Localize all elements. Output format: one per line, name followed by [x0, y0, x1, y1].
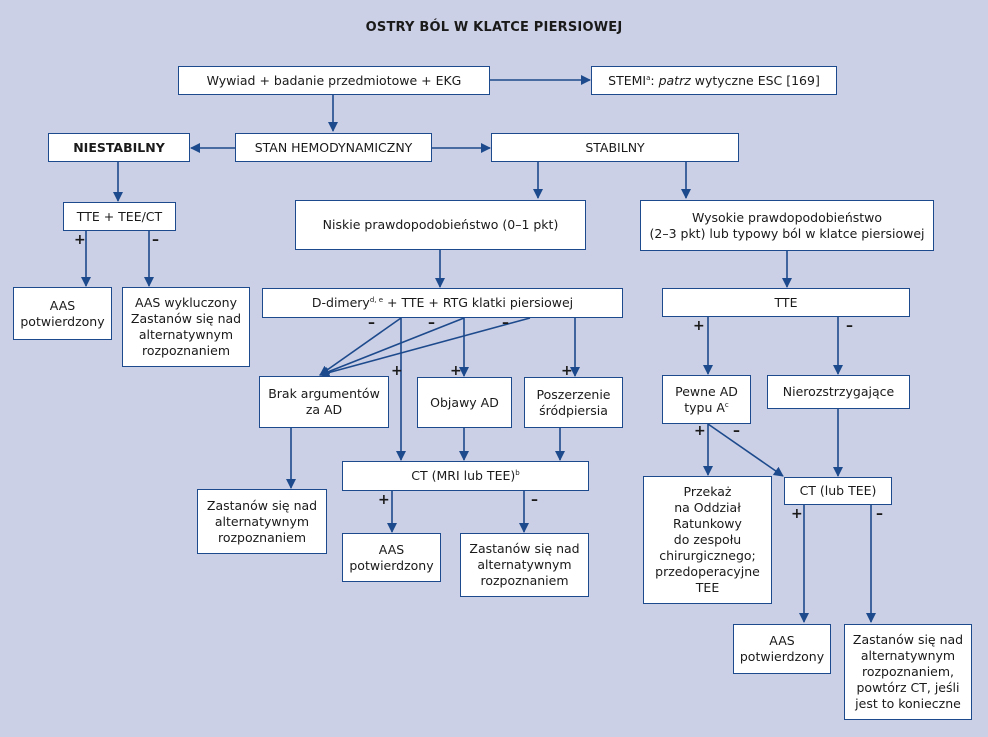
- definite-ad-line2: typu A: [684, 399, 725, 415]
- history-box: Wywiad + badanie przedmiotowe + EKG: [178, 66, 490, 95]
- signs-ad-label: Objawy AD: [430, 394, 499, 410]
- aas-confirmed-box-3: AAS potwierdzony: [733, 624, 831, 674]
- transfer-er-box: Przekaż na Oddział Ratunkowy do zespołu …: [643, 476, 772, 604]
- stable-label: STABILNY: [585, 139, 645, 155]
- consider-alternative-label-2: Zastanów się nad alternatywnym rozpoznan…: [469, 541, 580, 588]
- plus-sign: +: [561, 363, 573, 379]
- plus-sign: +: [74, 232, 86, 248]
- stemi-sep: :: [650, 72, 659, 88]
- tte-tee-ct-label: TTE + TEE/CT: [76, 208, 163, 224]
- minus-sign: –: [428, 315, 435, 331]
- ddimer-footnote: d, e: [369, 296, 384, 304]
- minus-sign: –: [502, 315, 509, 331]
- aas-confirmed-box-1: AAS potwierdzony: [13, 287, 112, 340]
- ct-mri-tee-label: CT (MRI lub TEE)b: [411, 468, 519, 484]
- stemi-italic: patrz: [658, 72, 691, 88]
- unstable-box: NIESTABILNY: [48, 133, 190, 162]
- plus-sign: +: [450, 363, 462, 379]
- diagram-title: OSTRY BÓL W KLATCE PIERSIOWEJ: [365, 20, 623, 35]
- minus-sign: –: [368, 315, 375, 331]
- tte-box: TTE: [662, 288, 910, 317]
- mediastinum-widening-label: Poszerzenie śródpiersia: [536, 386, 611, 418]
- stemi-footnote: a: [646, 73, 651, 82]
- consider-alternative-box-3: Zastanów się nad alternatywnym rozpoznan…: [844, 624, 972, 720]
- ct-or-tee-label: CT (lub TEE): [799, 483, 877, 498]
- signs-ad-box: Objawy AD: [417, 377, 512, 428]
- tte-tee-ct-box: TTE + TEE/CT: [63, 202, 176, 231]
- stemi-box: STEMIa: patrz wytyczne ESC [169]: [591, 66, 837, 95]
- arrow-ddimer-noargs-3: [319, 317, 531, 378]
- ct-mri-tee-box: CT (MRI lub TEE)b: [342, 461, 589, 491]
- arrow-ddimer-noargs-1: [319, 317, 402, 376]
- history-label: Wywiad + badanie przedmiotowe + EKG: [206, 72, 462, 88]
- plus-sign: +: [391, 363, 403, 379]
- no-arguments-label: Brak argumentów za AD: [268, 386, 380, 417]
- consider-alternative-label-1: Zastanów się nad alternatywnym rozpoznan…: [206, 497, 318, 545]
- ddimer-label: D-dimeryd, e + TTE + RTG klatki piersiow…: [312, 295, 573, 311]
- ct-or-tee-box: CT (lub TEE): [784, 477, 892, 505]
- aas-confirmed-label-1: AAS potwierdzony: [20, 297, 105, 329]
- stemi-rest: wytyczne ESC [169]: [690, 72, 820, 88]
- ddimer-rest: + TTE + RTG klatki piersiowej: [383, 295, 574, 310]
- consider-alternative-label-3: Zastanów się nad alternatywnym rozpoznan…: [852, 632, 964, 711]
- minus-sign: –: [876, 506, 883, 522]
- stemi-label: STEMIa: patrz wytyczne ESC [169]: [608, 73, 820, 89]
- low-probability-box: Niskie prawdopodobieństwo (0–1 pkt): [295, 200, 586, 250]
- stemi-main: STEMI: [608, 72, 647, 88]
- aas-confirmed-label-2: AAS potwierdzony: [349, 541, 434, 573]
- definite-ad-line1: Pewne AD: [675, 383, 738, 399]
- arrow-ddimer-noargs-2: [319, 317, 465, 377]
- inconclusive-box: Nierozstrzygające: [767, 375, 910, 409]
- plus-sign: +: [791, 506, 803, 522]
- consider-alternative-box-2: Zastanów się nad alternatywnym rozpoznan…: [460, 533, 589, 597]
- hemodynamic-state-label: STAN HEMODYNAMICZNY: [254, 139, 413, 155]
- definite-ad-footnote: c: [724, 400, 729, 409]
- minus-sign: –: [152, 232, 159, 248]
- high-probability-box: Wysokie prawdopodobieństwo (2–3 pkt) lub…: [640, 200, 934, 251]
- minus-sign: –: [733, 423, 740, 439]
- aas-confirmed-label-3: AAS potwierdzony: [739, 633, 825, 664]
- low-probability-label: Niskie prawdopodobieństwo (0–1 pkt): [322, 217, 559, 232]
- ct-mri-tee-main: CT (MRI lub TEE): [411, 468, 516, 483]
- no-arguments-box: Brak argumentów za AD: [259, 376, 389, 428]
- aas-confirmed-box-2: AAS potwierdzony: [342, 533, 441, 582]
- inconclusive-label: Nierozstrzygające: [782, 384, 895, 399]
- transfer-er-label: Przekaż na Oddział Ratunkowy do zespołu …: [655, 484, 760, 595]
- ct-mri-tee-footnote: b: [515, 469, 520, 477]
- unstable-label: NIESTABILNY: [73, 139, 165, 155]
- ddimer-box: D-dimeryd, e + TTE + RTG klatki piersiow…: [262, 288, 623, 318]
- hemodynamic-state-box: STAN HEMODYNAMICZNY: [235, 133, 432, 162]
- minus-sign: –: [531, 492, 538, 508]
- stable-box: STABILNY: [491, 133, 739, 162]
- aas-excluded-box: AAS wykluczony Zastanów się nad alternat…: [122, 287, 250, 367]
- aas-excluded-label: AAS wykluczony Zastanów się nad alternat…: [130, 295, 242, 358]
- consider-alternative-box-1: Zastanów się nad alternatywnym rozpoznan…: [197, 489, 327, 554]
- plus-sign: +: [693, 318, 705, 334]
- plus-sign: +: [694, 423, 706, 439]
- arrow-definite-cttee: [707, 423, 784, 477]
- minus-sign: –: [846, 318, 853, 334]
- tte-label: TTE: [774, 294, 798, 310]
- mediastinum-widening-box: Poszerzenie śródpiersia: [524, 377, 623, 428]
- high-probability-label: Wysokie prawdopodobieństwo (2–3 pkt) lub…: [649, 209, 925, 241]
- plus-sign: +: [378, 492, 390, 508]
- ddimer-main: D-dimery: [311, 295, 370, 310]
